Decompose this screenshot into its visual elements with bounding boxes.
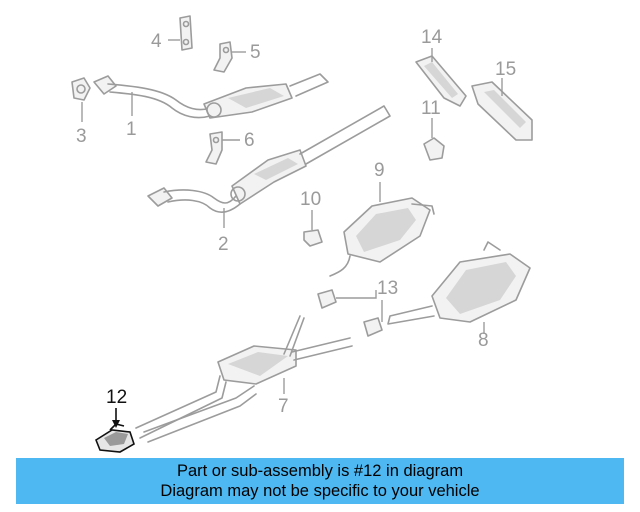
part-13-clamps xyxy=(317,289,383,337)
callout-14: 14 xyxy=(421,27,443,48)
callout-13: 13 xyxy=(377,278,398,299)
banner-line-1: Part or sub-assembly is #12 in diagram xyxy=(176,462,464,480)
part-10-clamp xyxy=(303,229,323,247)
callout-5: 5 xyxy=(250,42,261,63)
part-5-hanger xyxy=(213,41,233,73)
callout-1: 1 xyxy=(126,119,137,140)
callout-6: 6 xyxy=(244,130,255,151)
part-9-muffler xyxy=(329,197,435,277)
part-3-gasket xyxy=(71,77,91,101)
callout-4: 4 xyxy=(151,31,162,52)
part-2-intermediate-pipe xyxy=(147,105,391,213)
leader-12-arrow xyxy=(112,420,120,428)
part-7-center-pipe xyxy=(135,315,353,443)
callout-15: 15 xyxy=(495,59,516,80)
part-8-muffler xyxy=(387,241,531,325)
callout-11: 11 xyxy=(421,98,441,119)
callout-12: 12 xyxy=(106,387,127,408)
part-4-bracket xyxy=(179,15,193,51)
part-1-front-pipe xyxy=(93,73,329,119)
callout-8: 8 xyxy=(478,330,489,351)
part-12-clamp xyxy=(95,423,135,453)
part-15-heat-shield xyxy=(471,81,533,141)
part-14-heat-shield xyxy=(415,55,467,107)
callout-2: 2 xyxy=(218,234,229,255)
callout-3: 3 xyxy=(76,126,87,147)
callout-10: 10 xyxy=(300,189,321,210)
callout-7: 7 xyxy=(278,396,289,417)
info-banner: Part or sub-assembly is #12 in diagram D… xyxy=(16,458,624,504)
banner-line-2: Diagram may not be specific to your vehi… xyxy=(160,482,480,500)
leader-13a xyxy=(336,290,377,299)
part-6-hanger xyxy=(205,131,223,165)
callout-9: 9 xyxy=(374,160,385,181)
part-11-bracket xyxy=(423,137,445,161)
